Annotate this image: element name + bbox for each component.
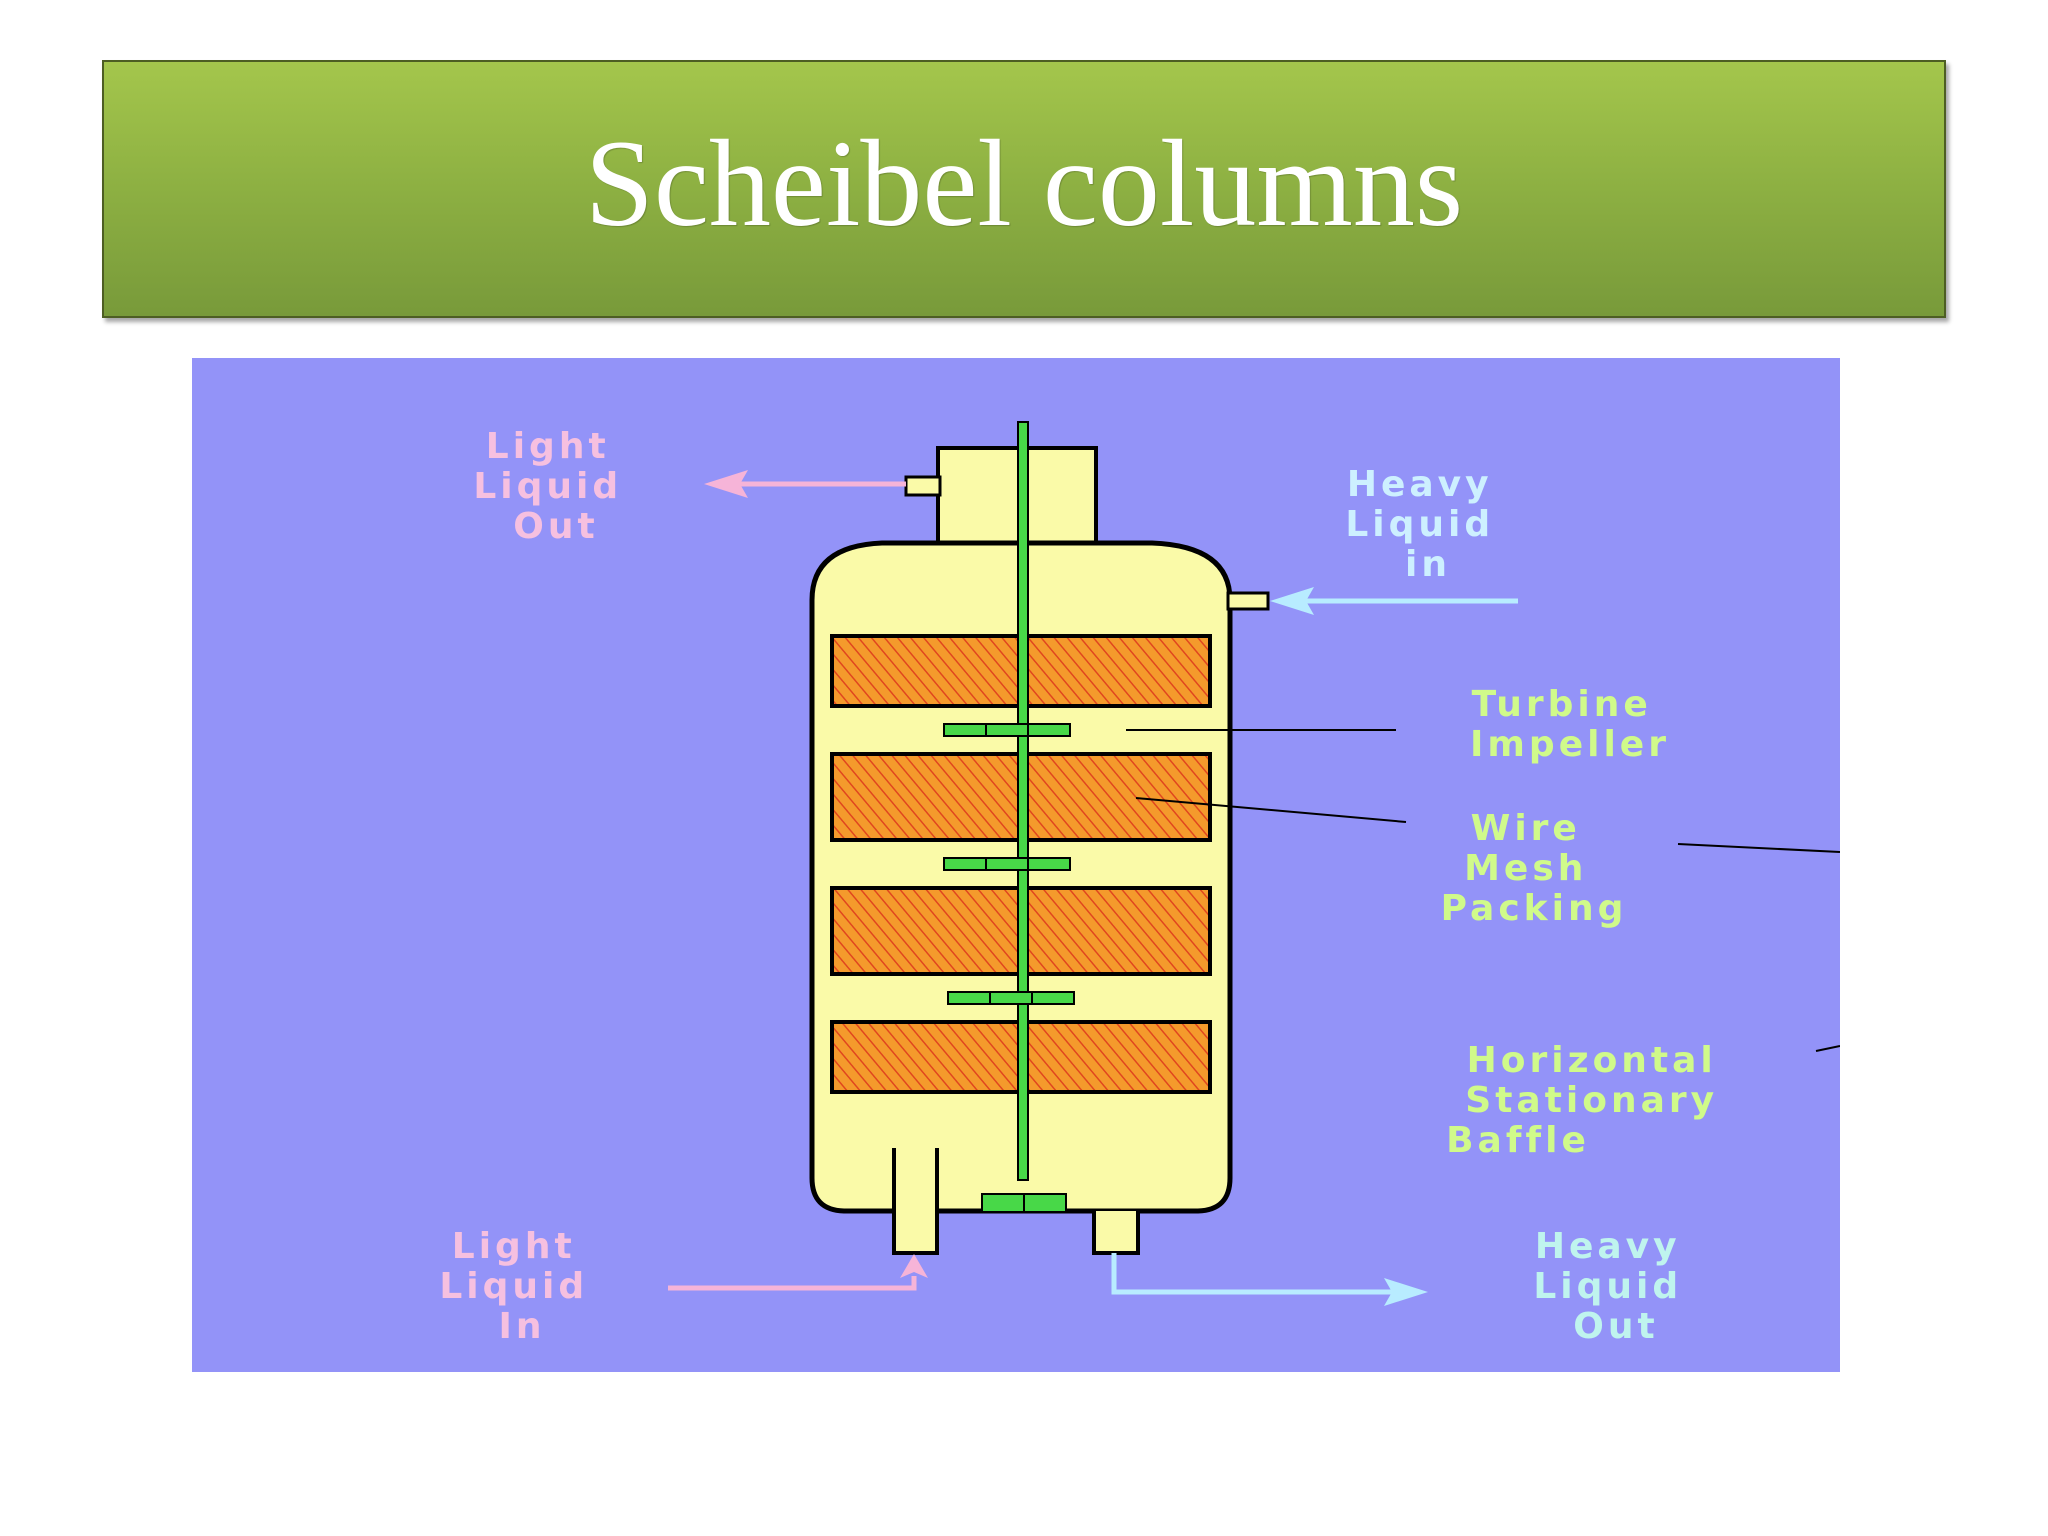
light-liquid-in-arrow — [668, 1254, 928, 1291]
slide-title: Scheibel columns — [584, 115, 1464, 252]
label-light-liquid-in: Light Liquid In — [439, 1226, 604, 1347]
label-wire-mesh-packing: Wire Mesh Packing — [1441, 808, 1628, 929]
label-heavy-liquid-out: Heavy Liquid Out — [1533, 1226, 1698, 1347]
turbine-impellers — [943, 723, 1075, 1213]
label-heavy-liquid-in: Heavy Liquid in — [1345, 464, 1510, 585]
label-turbine-impeller: Turbine Impeller — [1470, 684, 1670, 765]
column-vessel — [809, 446, 1270, 1255]
label-light-liquid-out: Light Liquid Out — [473, 426, 638, 547]
scheibel-column-diagram: Light Liquid Out Heavy Liquid in Turbine… — [192, 358, 1840, 1372]
agitator-shaft — [1017, 421, 1029, 1181]
leader-lines — [1126, 729, 1840, 1052]
heavy-liquid-out-arrow — [1111, 1253, 1428, 1306]
light-liquid-out-arrow — [704, 470, 906, 498]
title-banner: Scheibel columns — [102, 60, 1946, 318]
heavy-liquid-in-arrow — [1270, 587, 1518, 615]
label-horizontal-stationary-baffle: Horizontal Stationary Baffle — [1446, 1040, 1735, 1161]
